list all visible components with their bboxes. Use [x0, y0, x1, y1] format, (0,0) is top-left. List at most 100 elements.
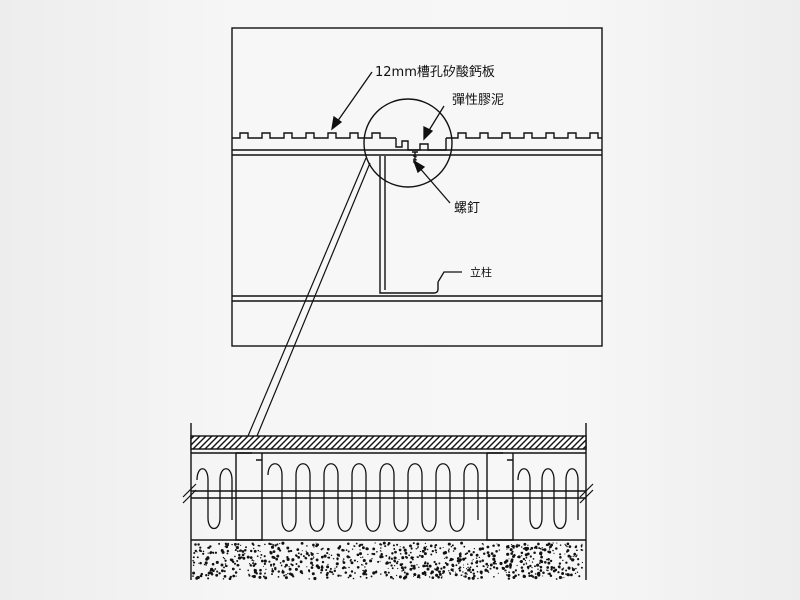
- gravel-speck: [462, 564, 465, 566]
- gravel-speck: [519, 560, 521, 563]
- gravel-speck: [572, 558, 575, 561]
- gravel-speck: [350, 559, 353, 561]
- gravel-speck: [505, 574, 508, 576]
- gravel-speck: [279, 562, 282, 564]
- gravel-speck: [486, 545, 490, 549]
- gravel-speck: [562, 559, 564, 562]
- gravel-speck: [253, 547, 255, 550]
- gravel-speck: [481, 542, 484, 545]
- gravel-speck: [565, 573, 567, 575]
- gravel-speck: [315, 564, 319, 568]
- gravel-speck: [347, 576, 350, 579]
- gravel-speck: [381, 555, 384, 559]
- gravel-speck: [511, 558, 513, 560]
- gravel-speck: [326, 565, 330, 569]
- gravel-speck: [348, 574, 352, 578]
- gravel-speck: [581, 561, 584, 564]
- gravel-speck: [281, 569, 284, 571]
- gravel-speck: [356, 560, 359, 563]
- gravel-speck: [443, 551, 448, 555]
- gravel-speck: [488, 572, 490, 574]
- gravel-speck: [320, 571, 322, 574]
- gravel-speck: [365, 562, 368, 565]
- gravel-speck: [492, 545, 494, 547]
- gravel-speck: [422, 564, 425, 568]
- stud-outline: [379, 156, 439, 294]
- gravel-speck: [347, 542, 350, 546]
- gravel-speck: [211, 562, 215, 566]
- gravel-speck: [523, 543, 526, 546]
- gravel-speck: [384, 545, 387, 548]
- gravel-speck: [203, 563, 206, 566]
- gravel-speck: [550, 568, 553, 571]
- gravel-speck: [224, 563, 227, 565]
- gravel-speck: [218, 572, 221, 575]
- gravel-speck: [244, 549, 247, 552]
- gravel-speck: [418, 576, 421, 579]
- gravel-speck: [223, 575, 227, 578]
- gravel-speck: [449, 557, 453, 562]
- gravel-speck: [277, 576, 280, 578]
- gravel-speck: [418, 566, 420, 569]
- gravel-speck: [390, 564, 393, 567]
- gravel-speck: [231, 567, 235, 571]
- gravel-speck: [477, 577, 479, 580]
- gravel-speck: [215, 573, 219, 577]
- gravel-speck: [222, 556, 225, 559]
- gravel-speck: [467, 563, 469, 565]
- gravel-speck: [413, 575, 415, 577]
- gravel-speck: [530, 571, 533, 574]
- gravel-speck: [495, 563, 497, 565]
- gravel-speck: [352, 577, 355, 580]
- elevation-view: [231, 27, 603, 437]
- gravel-speck: [220, 549, 224, 552]
- gravel-speck: [484, 568, 488, 572]
- gravel-speck: [274, 568, 277, 570]
- gravel-speck: [547, 561, 551, 565]
- gravel-speck: [458, 562, 460, 565]
- gravel-speck: [225, 545, 227, 548]
- gravel-speck: [374, 542, 376, 544]
- gravel-speck: [532, 558, 535, 560]
- gravel-speck: [295, 555, 298, 557]
- gravel-speck: [539, 569, 543, 572]
- gravel-speck: [393, 556, 397, 560]
- gravel-speck: [277, 570, 280, 573]
- gravel-speck: [434, 563, 438, 566]
- break-mark-left: [182, 483, 197, 504]
- gravel-speck: [199, 546, 202, 549]
- gravel-speck: [380, 573, 382, 575]
- gravel-speck: [347, 550, 350, 553]
- gravel-speck: [393, 564, 396, 567]
- gravel-speck: [308, 570, 311, 573]
- gravel-speck: [399, 563, 403, 567]
- gravel-speck: [259, 568, 262, 572]
- gravel-speck: [371, 552, 374, 555]
- gravel-speck: [465, 567, 468, 570]
- gravel-speck: [424, 573, 427, 577]
- gravel-speck: [469, 553, 473, 557]
- gravel-speck: [507, 573, 511, 578]
- gravel-speck: [332, 573, 334, 575]
- gravel-speck: [447, 549, 450, 552]
- gravel-speck: [499, 561, 503, 566]
- gravel-speck: [507, 544, 510, 547]
- gravel-speck: [580, 544, 583, 547]
- gravel-speck: [370, 575, 373, 578]
- gravel-speck: [376, 570, 378, 572]
- gravel-speck: [268, 560, 271, 563]
- gravel-speck: [330, 554, 333, 557]
- gravel-speck: [353, 559, 357, 562]
- gravel-speck: [471, 576, 475, 580]
- gravel-speck: [252, 574, 256, 579]
- gravel-speck: [358, 552, 363, 556]
- gravel-speck: [552, 542, 554, 544]
- gravel-speck: [495, 550, 498, 553]
- gravel-speck: [248, 573, 250, 576]
- gravel-speck: [253, 560, 255, 562]
- gravel-speck: [580, 546, 583, 548]
- gravel-speck: [315, 544, 318, 548]
- gravel-speck: [561, 572, 565, 575]
- gravel-speck: [234, 571, 238, 574]
